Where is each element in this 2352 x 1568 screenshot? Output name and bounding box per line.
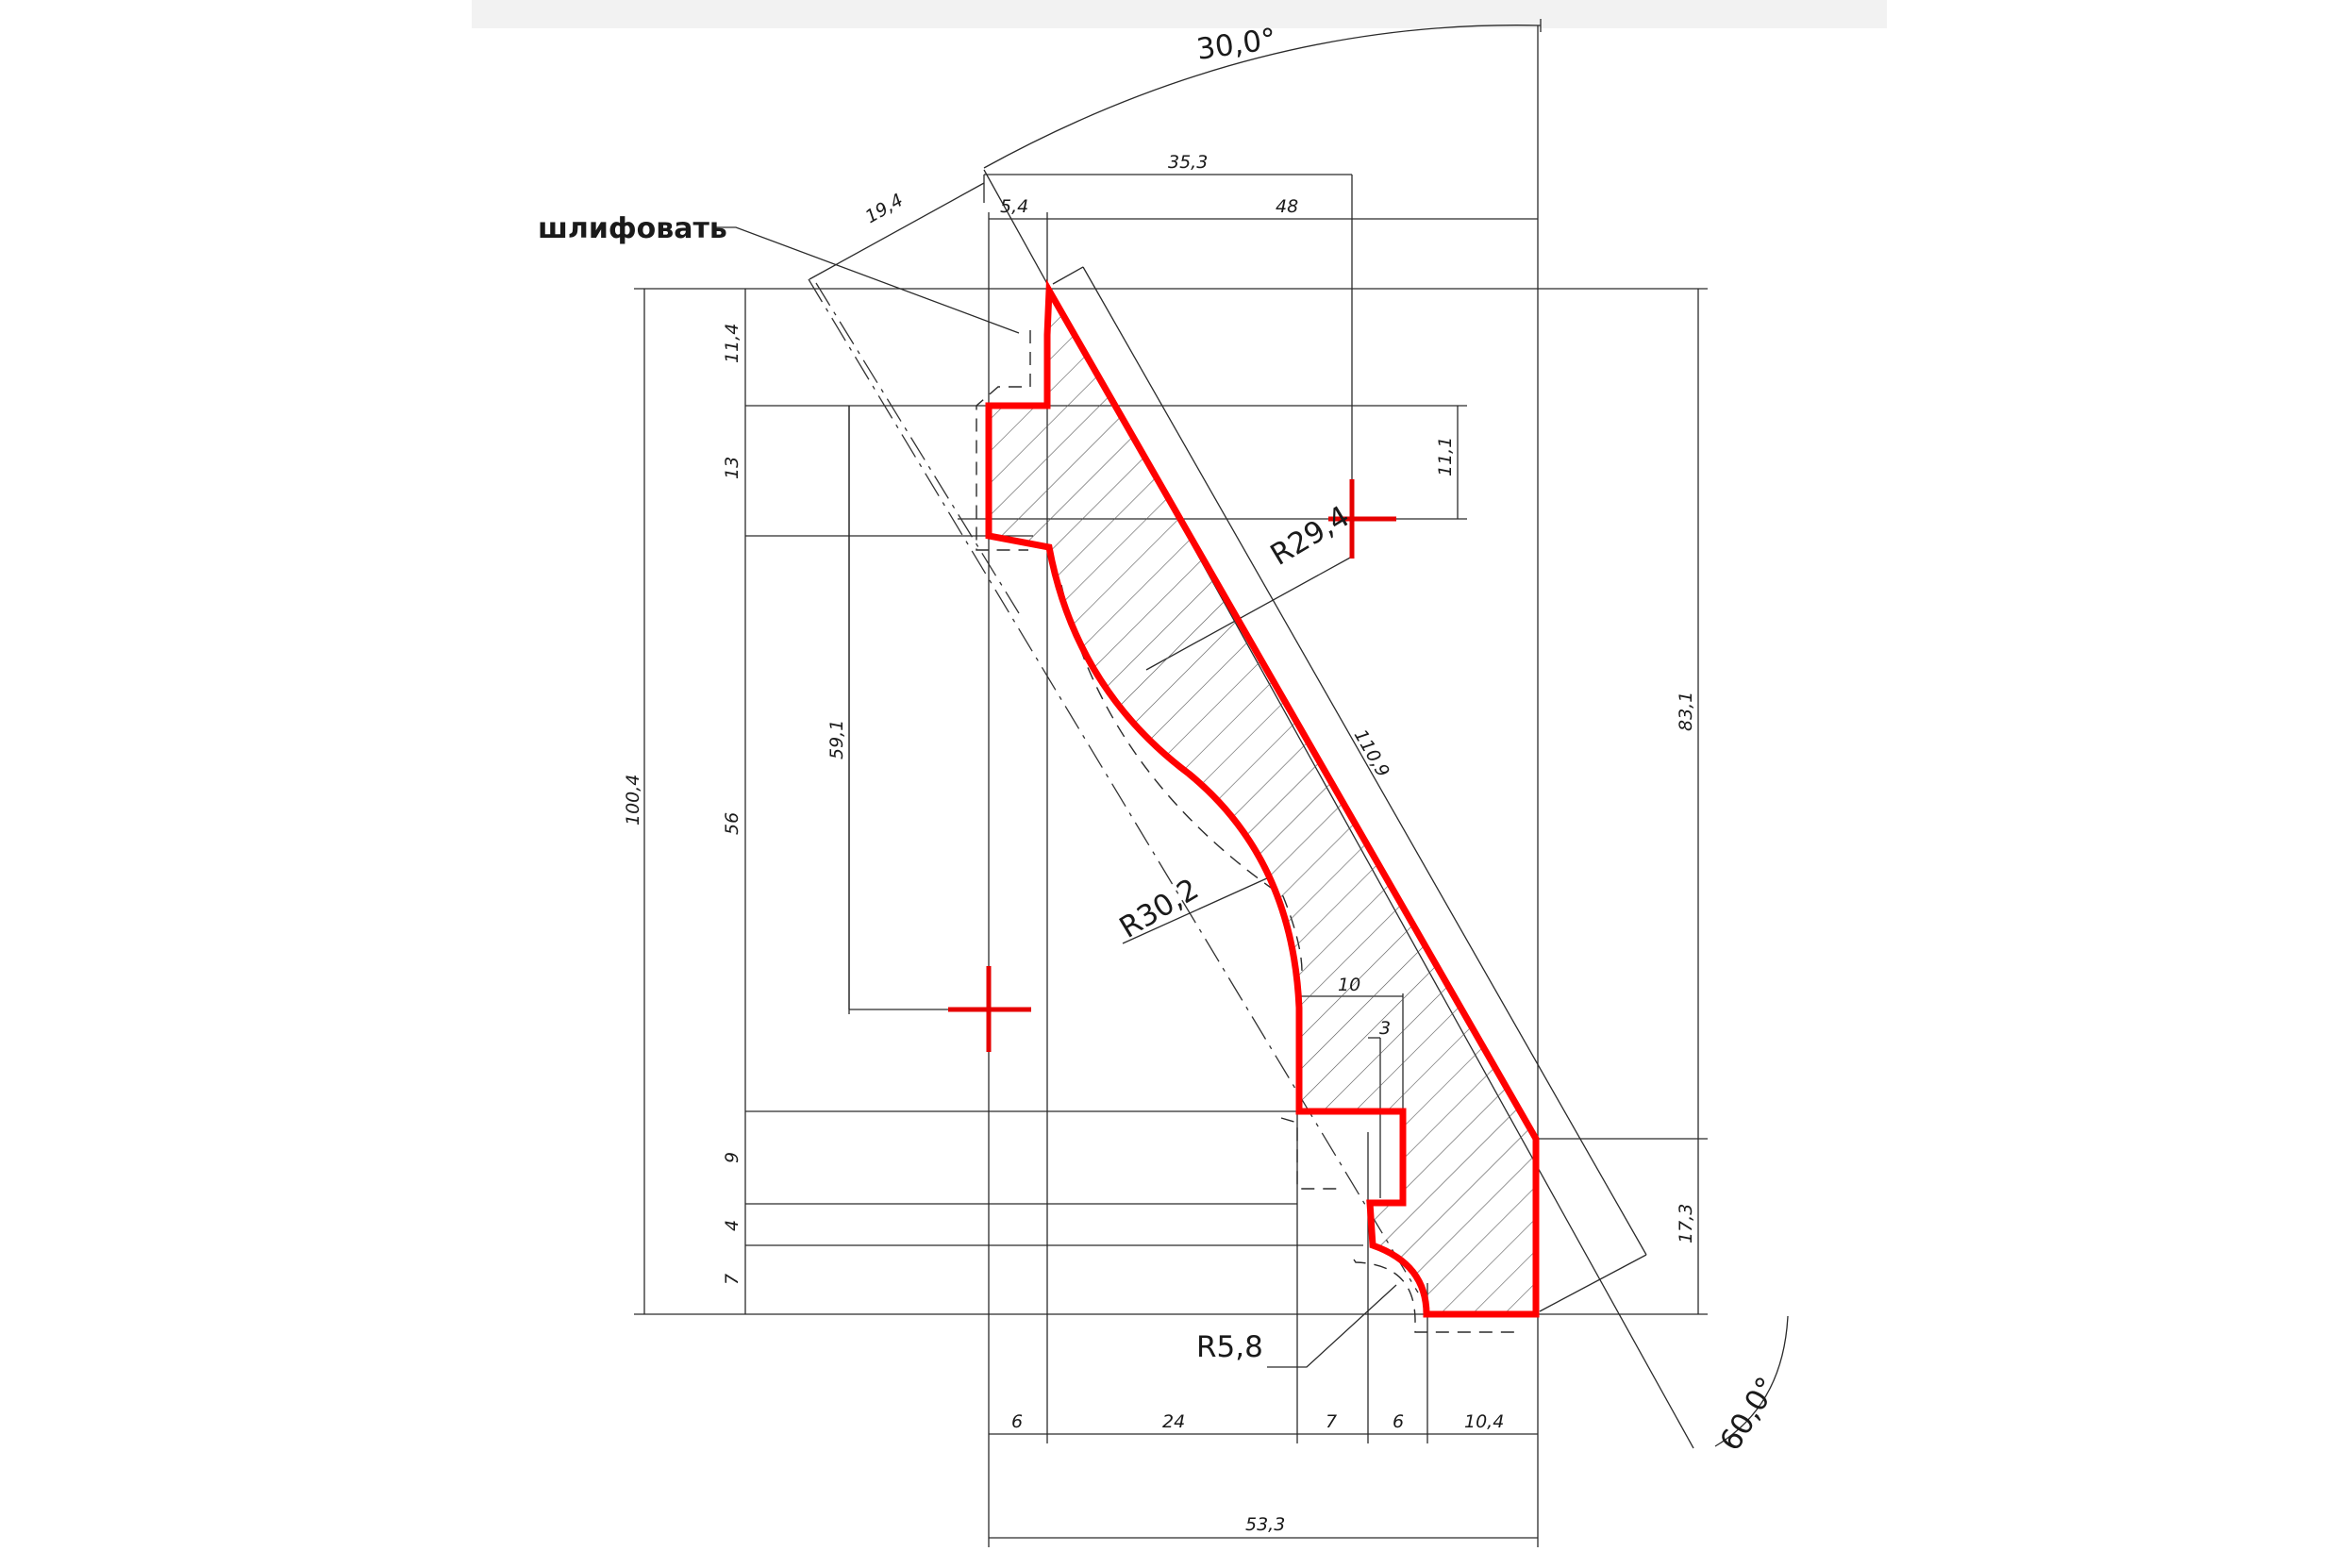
dim-19-4: 19,4 bbox=[862, 190, 908, 227]
dim-11-4: 11,4 bbox=[722, 324, 742, 363]
center-mark-upper bbox=[1328, 479, 1396, 559]
scan-shade bbox=[472, 0, 1887, 28]
dim-bottom-24: 24 bbox=[1162, 1411, 1185, 1432]
dim-10: 10 bbox=[1338, 975, 1360, 995]
dim-56: 56 bbox=[722, 812, 742, 835]
molding-profile bbox=[985, 278, 1540, 1318]
dim-bottom-10-4: 10,4 bbox=[1464, 1411, 1504, 1432]
extension-lines bbox=[634, 25, 1708, 1547]
center-mark-lower bbox=[948, 966, 1031, 1052]
radius-lower: R5,8 bbox=[1196, 1330, 1263, 1364]
radius-middle: R30,2 bbox=[1114, 872, 1205, 945]
dim-bottom-6a: 6 bbox=[1011, 1411, 1023, 1432]
dim-9: 9 bbox=[722, 1152, 742, 1163]
dim-bottom-6b: 6 bbox=[1393, 1411, 1404, 1432]
dim-100-4: 100,4 bbox=[623, 775, 643, 826]
dim-5-4: 5,4 bbox=[1000, 196, 1028, 217]
dim-17-3: 17,3 bbox=[1676, 1204, 1696, 1243]
dim-3: 3 bbox=[1379, 1018, 1391, 1039]
dim-83-1: 83,1 bbox=[1676, 692, 1696, 731]
angle-bottom: 60,0° bbox=[1713, 1371, 1784, 1457]
dim-13: 13 bbox=[722, 457, 742, 479]
dim-48: 48 bbox=[1276, 196, 1298, 217]
dim-7: 7 bbox=[722, 1274, 742, 1285]
dim-110-9: 110,9 bbox=[1350, 726, 1393, 781]
dim-bottom-53-3: 53,3 bbox=[1245, 1514, 1285, 1535]
dim-59-1: 59,1 bbox=[826, 720, 847, 759]
dim-35-3: 35,3 bbox=[1168, 152, 1208, 173]
dim-bottom-7: 7 bbox=[1326, 1411, 1337, 1432]
note-grind: шлифовать bbox=[538, 212, 727, 245]
dim-11-1: 11,1 bbox=[1435, 437, 1456, 476]
angle-top: 30,0° bbox=[1194, 23, 1278, 67]
dim-4: 4 bbox=[722, 1220, 742, 1231]
